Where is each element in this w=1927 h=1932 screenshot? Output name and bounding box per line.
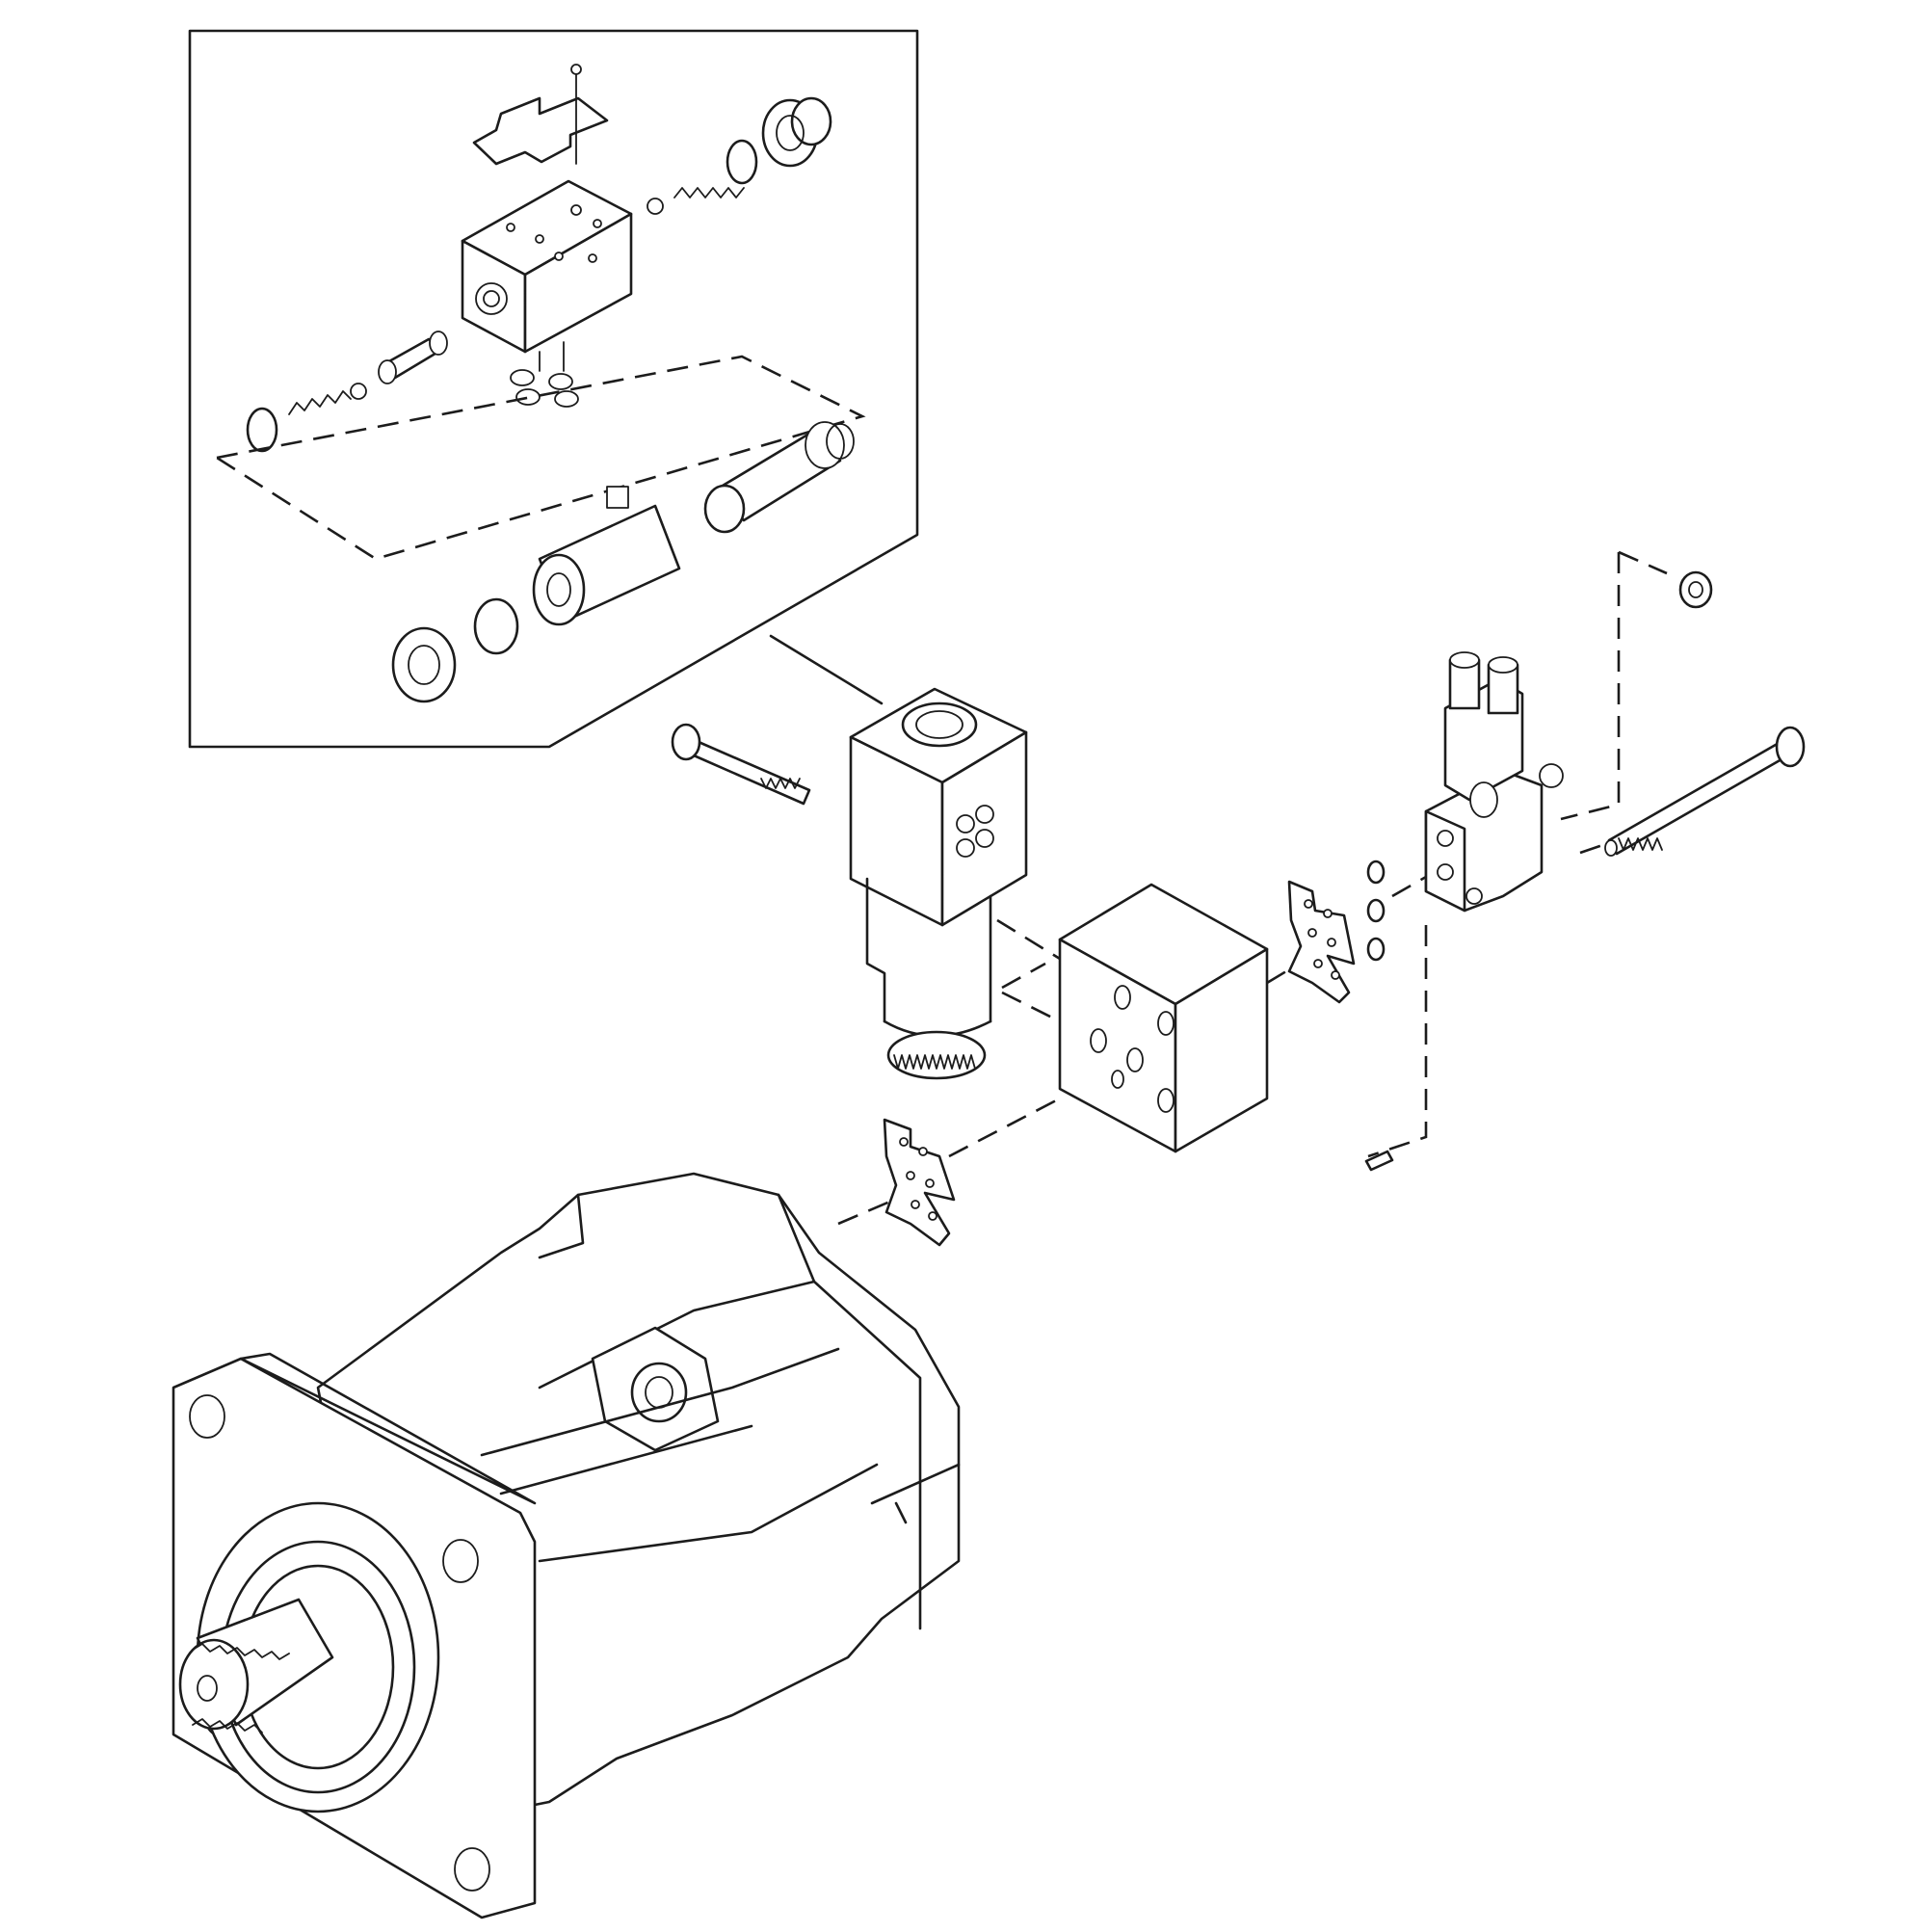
connector-dash-5: [1266, 966, 1292, 985]
inset-left-spring: [288, 383, 367, 415]
small-screw-bottom: [1364, 1150, 1394, 1172]
connector-dash-8: [1560, 552, 1621, 821]
inset-seals: [510, 341, 579, 408]
long-bolt-left: [671, 723, 811, 806]
inset-left-oring: [246, 407, 278, 453]
inset-upper-oring: [726, 139, 758, 185]
long-bolt-right: [1604, 726, 1806, 857]
connector-dash-4: [837, 1193, 907, 1226]
hydraulic-motor: [172, 1172, 961, 1919]
inset-coil: [532, 486, 681, 626]
small-nut-top: [1678, 570, 1713, 609]
o-rings-right: [1366, 860, 1386, 962]
connector-dash-7: [1367, 925, 1428, 1158]
inset-gasket: [472, 64, 609, 166]
inset-lower-oring: [473, 597, 519, 655]
gasket-lower: [883, 1118, 956, 1247]
connector-dash-1: [996, 918, 1061, 961]
relief-valve: [1424, 651, 1564, 913]
detail-inset: [188, 29, 919, 749]
inset-lower-nut: [391, 626, 457, 703]
connector-dash-9: [1618, 550, 1668, 575]
inset-upper-spring: [647, 187, 745, 215]
inset-valve-body: [461, 179, 633, 354]
inset-spool: [378, 331, 448, 384]
connector-dash-2: [1001, 962, 1061, 1023]
inset-upper-plug: [761, 96, 832, 168]
connector-dash-3: [948, 1097, 1061, 1158]
solenoid-valve: [849, 687, 1028, 1080]
gasket-right: [1287, 880, 1356, 1004]
inset-solenoid-tube: [703, 421, 855, 534]
connector-dash-6: [1391, 875, 1427, 898]
inset-leader-line: [769, 634, 884, 705]
adapter-block: [1058, 883, 1269, 1153]
